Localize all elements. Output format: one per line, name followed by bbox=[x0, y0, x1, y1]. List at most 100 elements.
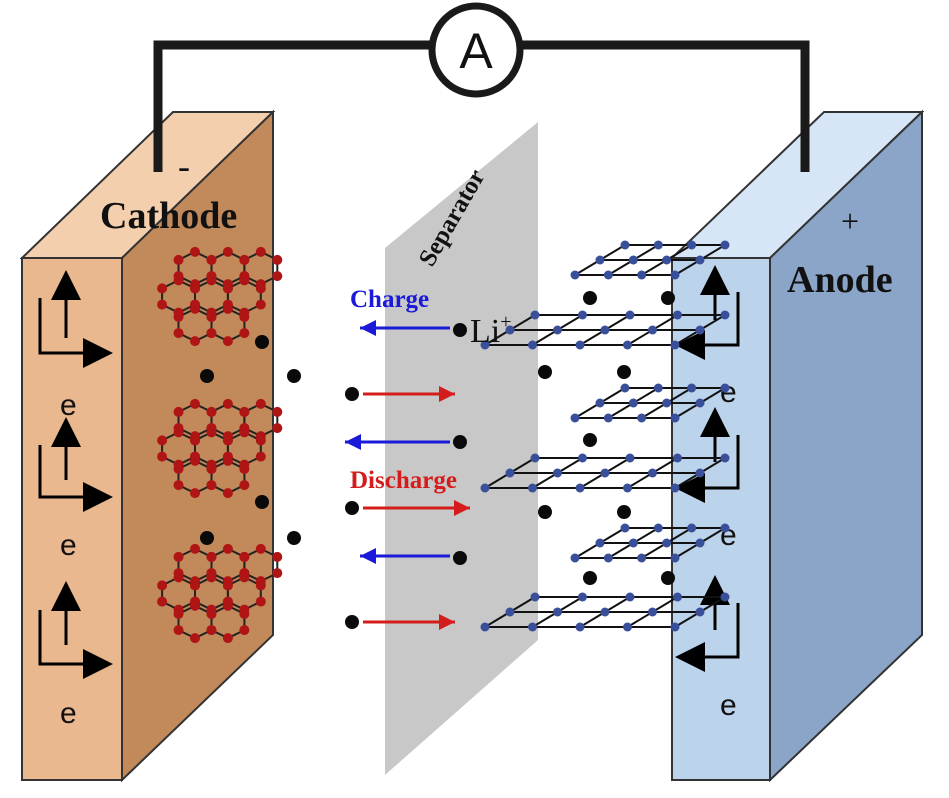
graphite-atom bbox=[239, 254, 250, 265]
lattice-atom bbox=[595, 255, 605, 265]
graphite-atom bbox=[157, 435, 168, 446]
graphite-atom bbox=[206, 275, 217, 286]
lattice-atom bbox=[673, 592, 682, 602]
lattice-atom bbox=[695, 468, 705, 478]
lattice-layer bbox=[480, 592, 730, 632]
lattice-layer bbox=[570, 523, 730, 563]
cathode-side-face bbox=[121, 109, 274, 783]
electron-label: e bbox=[720, 519, 737, 552]
li-ion-charge: + bbox=[500, 311, 511, 333]
graphite-atom bbox=[190, 246, 200, 257]
lithium-ion bbox=[453, 435, 467, 449]
lattice-atom bbox=[600, 468, 610, 478]
lattice-atom bbox=[480, 483, 490, 493]
graphite-atom bbox=[173, 406, 184, 417]
lattice-atom bbox=[623, 340, 632, 350]
lattice-atom bbox=[695, 607, 705, 617]
arrow-head bbox=[345, 434, 361, 450]
graphite-atom bbox=[222, 600, 233, 611]
electron-label: e bbox=[720, 689, 737, 722]
lattice-atom bbox=[553, 468, 562, 478]
electron-flow-arrow bbox=[38, 270, 113, 368]
graphite-atom bbox=[190, 435, 200, 446]
graphite-atom bbox=[157, 580, 168, 591]
lattice-atom bbox=[720, 240, 730, 250]
lattice-atom bbox=[600, 607, 610, 617]
graphite-atom bbox=[206, 480, 217, 491]
graphite-atom bbox=[255, 246, 266, 257]
electron-flow-arrow bbox=[675, 265, 740, 360]
lattice-atom bbox=[575, 622, 585, 632]
lattice-atom bbox=[648, 325, 657, 335]
graphite-atom bbox=[222, 580, 233, 591]
lattice-atom bbox=[653, 523, 663, 533]
graphite-atom bbox=[157, 451, 168, 462]
anode-electron-flows: e e e bbox=[675, 265, 740, 722]
lattice-atom bbox=[720, 523, 730, 533]
lithium-ion bbox=[453, 323, 467, 337]
lattice-atom bbox=[662, 398, 672, 408]
lithium-ion bbox=[617, 505, 631, 519]
ammeter-symbol: A bbox=[459, 23, 493, 79]
ammeter bbox=[428, 2, 524, 98]
graphite-atom bbox=[255, 596, 266, 607]
charge-arrow bbox=[360, 320, 450, 336]
lattice-atom bbox=[673, 453, 682, 463]
lattice-layer bbox=[480, 453, 730, 493]
graphite-atom bbox=[239, 480, 250, 491]
lattice-atom bbox=[720, 592, 730, 602]
lattice-atom bbox=[670, 413, 680, 423]
anode-side-face bbox=[769, 109, 923, 783]
graphite-atom bbox=[190, 543, 200, 554]
lattice-atom bbox=[528, 340, 537, 350]
graphite-atom bbox=[157, 299, 168, 310]
lattice-atom bbox=[578, 592, 587, 602]
graphite-atom bbox=[190, 455, 200, 466]
lattice-atom bbox=[687, 523, 697, 533]
lattice-atom bbox=[673, 310, 682, 320]
lattice-atom bbox=[628, 398, 638, 408]
graphite-atom bbox=[255, 435, 266, 446]
graphite-atom bbox=[206, 625, 217, 636]
graphite-cluster bbox=[157, 543, 283, 644]
lattice-atom bbox=[595, 398, 605, 408]
electron-label: e bbox=[60, 389, 77, 422]
graphite-atom bbox=[190, 336, 200, 347]
graphite-atom bbox=[255, 283, 266, 294]
lattice-atom bbox=[720, 310, 730, 320]
electron-label: e bbox=[720, 376, 737, 409]
lattice-atom bbox=[625, 310, 635, 320]
lattice-atom bbox=[603, 413, 613, 423]
charge-label: Charge bbox=[350, 286, 429, 313]
discharge-label: Discharge bbox=[350, 467, 457, 494]
lattice-atom bbox=[625, 453, 635, 463]
lithium-ion bbox=[345, 615, 359, 629]
graphite-atom bbox=[239, 551, 250, 562]
arrow-head bbox=[439, 386, 455, 402]
charge-arrow bbox=[360, 548, 450, 564]
arrow-head bbox=[454, 500, 470, 516]
graphite-atom bbox=[190, 398, 200, 409]
graphite-atom bbox=[239, 328, 250, 339]
lattice-atom bbox=[505, 607, 515, 617]
lithium-ion bbox=[200, 531, 214, 545]
graphite-atom bbox=[255, 299, 266, 310]
lattice-atom bbox=[637, 553, 647, 563]
lattice-atom bbox=[553, 325, 562, 335]
graphite-atom bbox=[206, 463, 217, 474]
graphite-atom bbox=[206, 608, 217, 619]
lattice-atom bbox=[620, 383, 630, 393]
lattice-atom bbox=[670, 483, 680, 493]
graphite-cluster bbox=[157, 246, 283, 347]
graphite-atom bbox=[206, 427, 217, 438]
lattice-atom bbox=[620, 523, 630, 533]
graphite-atom bbox=[173, 254, 184, 265]
lithium-ion bbox=[345, 387, 359, 401]
lithium-ion bbox=[583, 291, 597, 305]
lattice-atom bbox=[553, 607, 562, 617]
graphite-atom bbox=[173, 463, 184, 474]
graphite-atom bbox=[206, 328, 217, 339]
lattice-atom bbox=[595, 538, 605, 548]
discharge-arrow bbox=[363, 500, 470, 516]
